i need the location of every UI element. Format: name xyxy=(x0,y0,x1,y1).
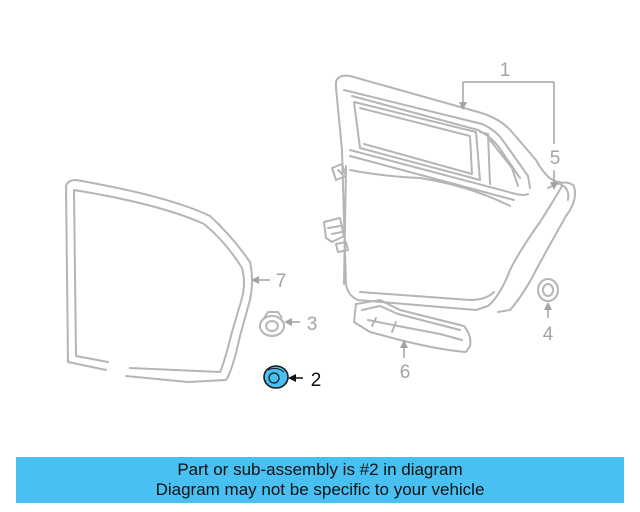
part-2-plug-highlighted[interactable] xyxy=(263,365,289,389)
banner-line-disclaimer: Diagram may not be specific to your vehi… xyxy=(155,480,485,499)
part-3-clip xyxy=(259,311,285,337)
part-info-banner: Part or sub-assembly is #2 in diagram Di… xyxy=(16,457,624,503)
callout-4: 4 xyxy=(543,324,554,345)
rear-door-exploded-diagram: 1 2 3 4 5 6 7 xyxy=(65,60,576,391)
callout-1: 1 xyxy=(500,60,511,81)
callout-3: 3 xyxy=(307,314,318,335)
callout-2[interactable]: 2 xyxy=(311,370,322,391)
part-1-rear-door xyxy=(323,74,576,313)
part-4-grommet xyxy=(537,278,559,302)
part-7-weatherstrip xyxy=(65,179,253,383)
callout-7: 7 xyxy=(276,271,287,292)
callout-5: 5 xyxy=(550,148,561,169)
banner-line-part-number: Part or sub-assembly is #2 in diagram xyxy=(177,460,463,479)
part-6-sill-trim xyxy=(353,299,472,353)
callout-6: 6 xyxy=(400,362,411,383)
leader-arrowheads xyxy=(251,102,558,348)
leader-part-2 xyxy=(288,374,303,382)
